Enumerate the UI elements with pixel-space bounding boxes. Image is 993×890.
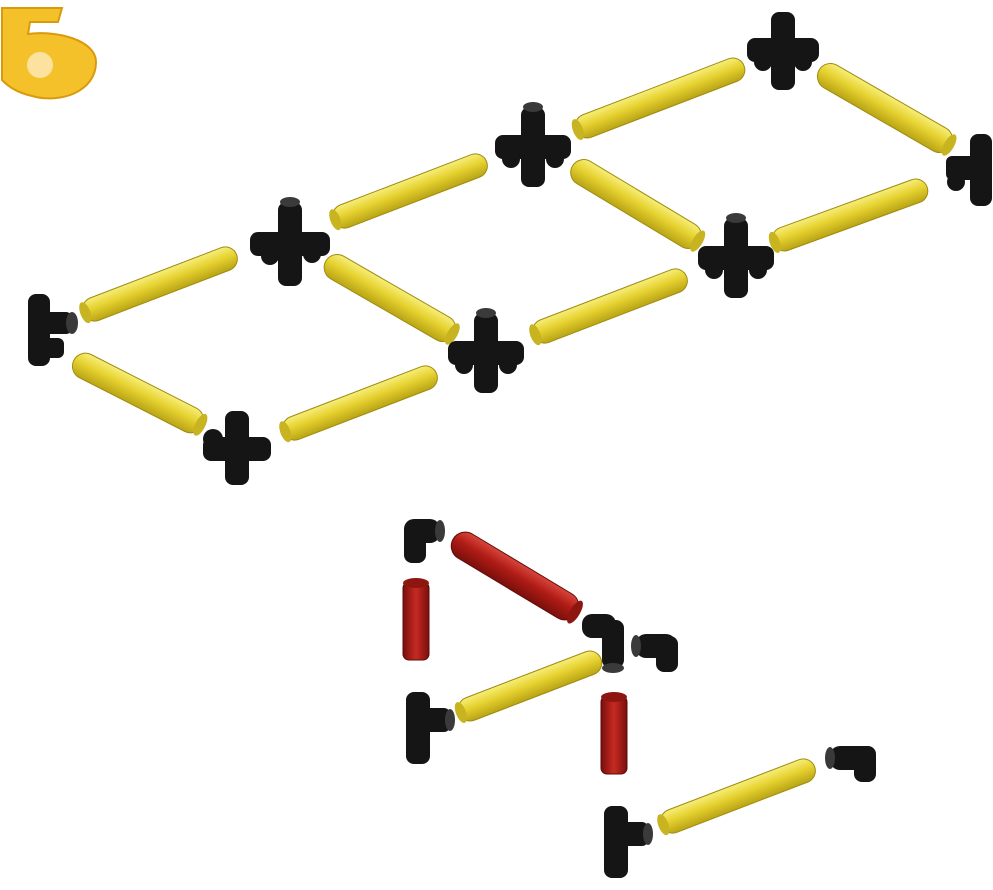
yellow-tube [816,63,957,156]
connector-elbow-down [582,614,624,673]
badge-highlight [27,52,53,78]
red-tube [402,578,430,661]
connectors [404,519,876,878]
connector-3way [946,134,992,206]
connector-5way [747,12,819,90]
connector-elbow [825,746,876,782]
upper-frame [28,12,992,485]
yellow-tubes [71,57,957,443]
yellow-tube [529,268,688,346]
connector-tee [604,806,653,878]
step-badge-shape [0,7,98,100]
connector-5way [250,197,330,286]
connector-elbow [631,634,678,672]
yellow-tube [768,178,929,253]
yellow-tube [279,365,438,443]
connector-elbow [404,519,445,563]
step-badge: 5 [0,7,98,100]
connectors [28,12,992,485]
yellow-tube [79,246,238,324]
yellow-tube [454,650,603,723]
yellow-tube [570,159,706,252]
connector-5way [448,308,524,393]
connector-5way [698,213,774,298]
lower-assembly [402,519,876,878]
yellow-tube [323,254,460,345]
red-tube [600,692,628,775]
yellow-tube [571,57,746,140]
red-tube [450,531,583,624]
yellow-tube [329,153,488,231]
yellow-tube [657,758,816,836]
connector-4way [203,411,271,485]
yellow-tube [71,352,208,436]
connector-tee [406,692,455,764]
connector-3way [28,294,78,366]
connector-5way [495,102,571,187]
